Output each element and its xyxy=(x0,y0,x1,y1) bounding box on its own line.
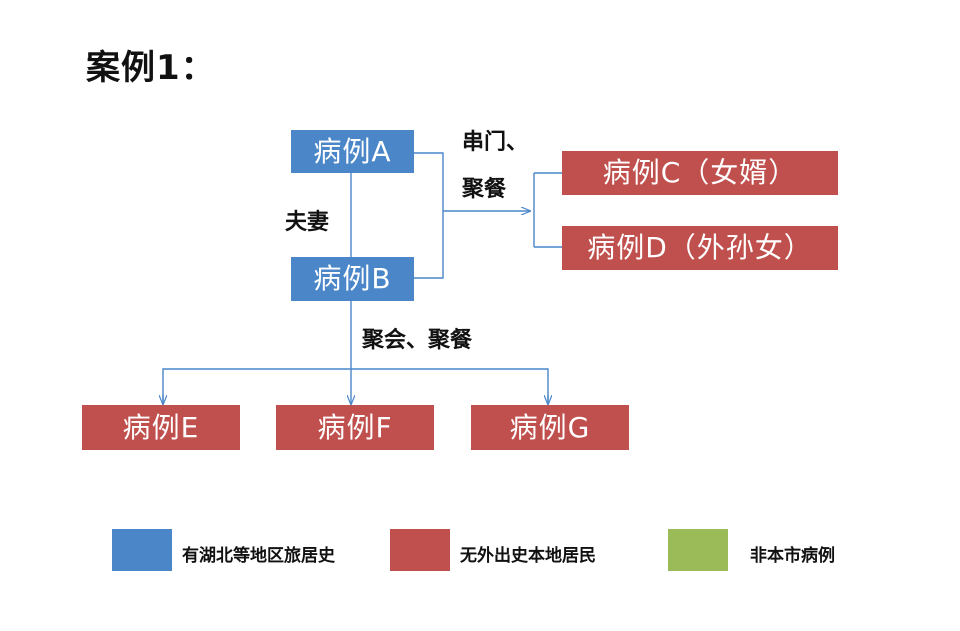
node-case-g: 病例G xyxy=(471,405,629,450)
legend-swatch-travel xyxy=(112,529,172,571)
label-visit-line2: 聚餐 xyxy=(462,176,507,202)
node-case-f: 病例F xyxy=(276,405,434,450)
label-gathering: 聚会、聚餐 xyxy=(362,327,473,353)
page-title: 案例1： xyxy=(86,48,216,88)
node-case-a: 病例A xyxy=(291,130,414,173)
node-case-d: 病例D（外孙女） xyxy=(562,226,838,270)
legend-swatch-local xyxy=(390,529,450,571)
legend-swatch-nonlocal xyxy=(668,529,728,571)
label-couple: 夫妻 xyxy=(285,209,330,235)
node-case-e: 病例E xyxy=(82,405,240,450)
connector-efg-horizontal xyxy=(162,368,549,404)
label-visit-line1: 串门、 xyxy=(462,129,529,155)
node-case-b: 病例B xyxy=(291,257,414,301)
node-case-c: 病例C（女婿） xyxy=(562,151,838,195)
legend-label-travel: 有湖北等地区旅居史 xyxy=(182,546,335,566)
legend-label-local: 无外出史本地居民 xyxy=(460,546,596,566)
connector-a-merge xyxy=(413,152,444,279)
legend-label-nonlocal: 非本市病例 xyxy=(750,546,835,566)
